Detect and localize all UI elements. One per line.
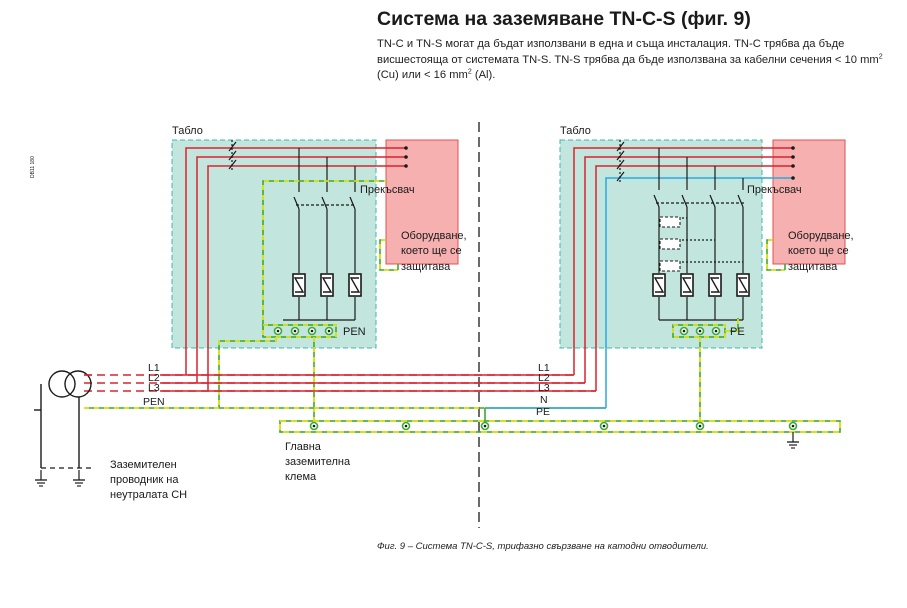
- main-earthing-bar: [279, 420, 841, 433]
- right-equipment-label: което ще се: [788, 245, 849, 257]
- main-terminal-label: заземителна: [285, 456, 351, 468]
- right-terminal-label: PE: [730, 326, 745, 338]
- right-conductor-label: N: [540, 394, 548, 406]
- right-conductor-label: PE: [536, 406, 550, 418]
- main-terminal-label: Главна: [285, 441, 322, 453]
- doc-code: DB11 180: [30, 156, 36, 178]
- left-conductor-label: PEN: [143, 396, 165, 408]
- right-board-label: Табло: [560, 125, 591, 137]
- right-equipment-label: Оборудване,: [788, 230, 854, 242]
- intro-text-part: (Al).: [471, 69, 496, 81]
- figure-caption: Фиг. 9 – Система TN-C-S, трифазно свързв…: [377, 541, 709, 552]
- earth-conductor-label: проводник на: [110, 474, 179, 486]
- main-terminal-label: клема: [285, 471, 317, 483]
- left-board: [171, 139, 377, 349]
- intro-text: TN-C и TN-S могат да бъдат използвани в …: [377, 37, 892, 84]
- main-conductors: [84, 374, 606, 425]
- left-breaker-label: Прекъсвач: [360, 184, 415, 196]
- right-conductor-label: L1: [538, 362, 550, 374]
- left-equipment: [385, 139, 459, 265]
- left-panel: Табло Прекъсвач Оборудване, което ще се …: [171, 125, 467, 425]
- right-conductor-label: L2: [538, 372, 550, 384]
- intro-text-part: TN-C и TN-S могат да бъдат използвани в …: [377, 38, 879, 66]
- right-equipment-label: защитава: [788, 261, 838, 273]
- left-terminal-label: PEN: [343, 326, 366, 338]
- superscript: 2: [878, 52, 883, 60]
- right-conductor-label: L3: [538, 382, 550, 394]
- left-board-label: Табло: [172, 125, 203, 137]
- right-panel: Табло Прекъсвач Оборудване, което ще се …: [559, 125, 854, 425]
- earth-conductor-label: Заземителен: [110, 459, 177, 471]
- left-equipment-label: което ще се: [401, 245, 462, 257]
- left-equipment-label: Оборудване,: [401, 230, 467, 242]
- left-conductor-label: L1: [148, 362, 160, 374]
- left-equipment-label: защитава: [401, 261, 451, 273]
- right-equipment: [772, 139, 846, 265]
- intro-text-part: (Cu) или < 16 mm: [377, 69, 468, 81]
- right-breaker-label: Прекъсвач: [747, 184, 802, 196]
- superscript: 2: [467, 68, 472, 76]
- left-conductor-label: L3: [148, 382, 160, 394]
- earth-conductor-label: неутралата СН: [110, 489, 187, 501]
- page-title: Система на заземяване TN-C-S (фиг. 9): [377, 8, 751, 30]
- left-conductor-label: L2: [148, 372, 160, 384]
- transformer-icon: [34, 370, 92, 468]
